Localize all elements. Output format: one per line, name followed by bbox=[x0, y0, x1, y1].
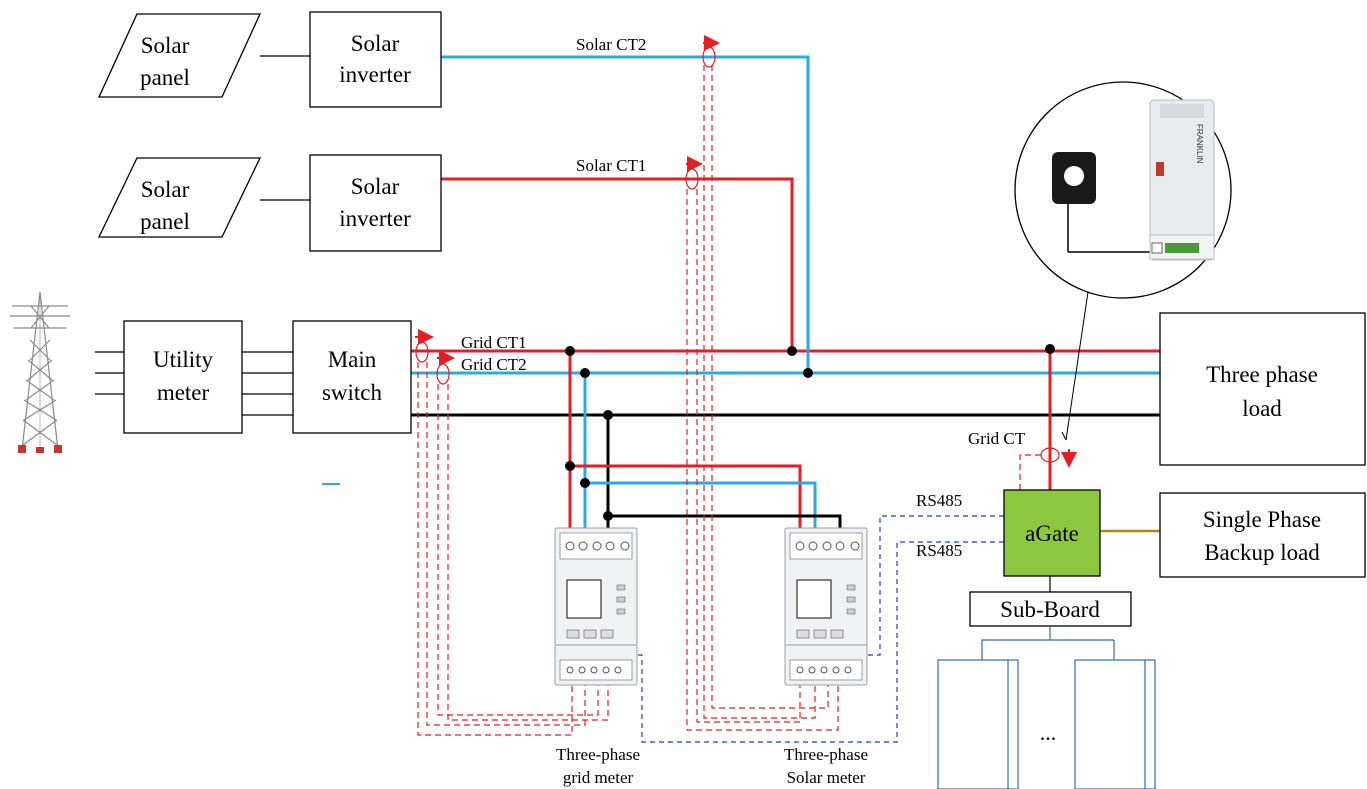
ct-signal-wiring bbox=[415, 46, 1060, 736]
solar-panel-1-line2: panel bbox=[140, 65, 190, 90]
utility-meter-line2: meter bbox=[157, 380, 210, 405]
solar-meter-line2: Solar meter bbox=[787, 768, 866, 787]
grid-ct2-label: Grid CT2 bbox=[461, 355, 527, 374]
solar-panel-1: Solar panel bbox=[97, 13, 262, 98]
grid-ct1-label: Grid CT1 bbox=[461, 333, 527, 352]
utility-meter: Utility meter bbox=[123, 320, 243, 434]
main-switch: Main switch bbox=[292, 320, 412, 434]
solar-panel-2-line1: Solar bbox=[141, 177, 190, 202]
utility-meter-line1: Utility bbox=[153, 347, 214, 372]
single-phase-load-line1: Single Phase bbox=[1203, 507, 1321, 532]
solar-panel-1-line1: Solar bbox=[141, 33, 190, 58]
grid-meter-line1: Three-phase bbox=[556, 745, 640, 764]
ct-direction-arrows bbox=[415, 35, 1077, 468]
main-bus bbox=[410, 55, 1160, 592]
solar-inverter-2-line1: Solar bbox=[351, 31, 400, 56]
transmission-tower-icon bbox=[10, 291, 70, 453]
grid-meter-device bbox=[554, 527, 638, 686]
solar-meter-line1: Three-phase bbox=[784, 745, 868, 764]
main-switch-line2: switch bbox=[322, 380, 383, 405]
inset-ct-detail: FRANKLIN bbox=[1014, 81, 1232, 441]
single-phase-load-line2: Backup load bbox=[1204, 540, 1320, 565]
three-phase-load-line1: Three phase bbox=[1206, 362, 1318, 387]
single-phase-backup-load: Single Phase Backup load bbox=[1159, 492, 1366, 578]
agate-label: aGate bbox=[1025, 521, 1079, 546]
solar-inverter-1: Solar inverter bbox=[309, 154, 442, 252]
grid-meter-line2: grid meter bbox=[563, 768, 634, 787]
junction-dots bbox=[565, 344, 1055, 521]
solar-inverter-1-line1: Solar bbox=[351, 174, 400, 199]
main-switch-line1: Main bbox=[328, 347, 377, 372]
solar-inverter-1-line2: inverter bbox=[339, 206, 411, 231]
solar-inverter-2: Solar inverter bbox=[309, 11, 442, 108]
sub-board: Sub-Board bbox=[969, 591, 1132, 627]
agate-box: aGate bbox=[1003, 489, 1101, 577]
sub-loads bbox=[937, 626, 1156, 789]
sub-loads-ellipsis: ... bbox=[1040, 720, 1057, 745]
ct-clamp-icon bbox=[1052, 152, 1160, 253]
inset-brand-text: FRANKLIN bbox=[1195, 124, 1204, 164]
sub-board-label: Sub-Board bbox=[1000, 597, 1100, 622]
three-phase-load-line2: load bbox=[1242, 396, 1282, 421]
solar-panel-2-line2: panel bbox=[140, 209, 190, 234]
three-phase-load: Three phase load bbox=[1159, 312, 1366, 466]
ac-thin-wiring bbox=[95, 55, 310, 416]
grid-ct-label: Grid CT bbox=[968, 429, 1026, 448]
solar-ct1-label: Solar CT1 bbox=[576, 156, 646, 175]
solar-inverter-2-line2: inverter bbox=[339, 62, 411, 87]
franklin-device-icon: FRANKLIN bbox=[1149, 99, 1215, 261]
solar-ct2-label: Solar CT2 bbox=[576, 35, 646, 54]
solar-panel-2: Solar panel bbox=[97, 157, 262, 238]
rs485-bottom-label: RS485 bbox=[916, 541, 962, 560]
rs485-top-label: RS485 bbox=[916, 491, 962, 510]
solar-meter-device bbox=[784, 527, 868, 686]
